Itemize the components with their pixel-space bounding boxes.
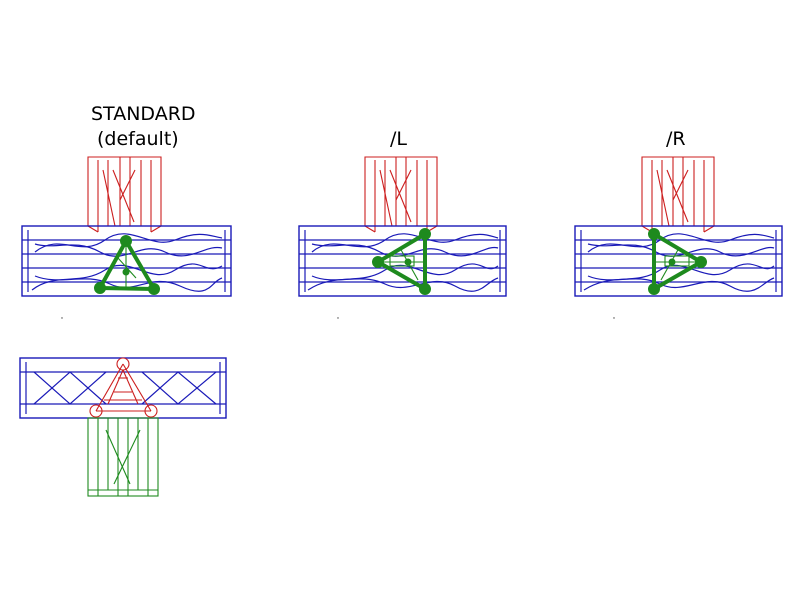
corner-right bbox=[648, 228, 707, 295]
label-standard: STANDARD bbox=[91, 103, 196, 125]
corner-plan bbox=[87, 417, 159, 497]
corner-standard bbox=[94, 235, 160, 295]
corner-left bbox=[372, 228, 431, 295]
label-default: (default) bbox=[97, 128, 179, 150]
tee-upright-left bbox=[364, 156, 438, 233]
variant-standard bbox=[21, 156, 232, 297]
variant-left bbox=[298, 156, 507, 297]
tee-upright-standard bbox=[87, 156, 162, 233]
tee-plan bbox=[89, 357, 158, 418]
marker-dot bbox=[337, 317, 339, 319]
label-left: /L bbox=[390, 128, 407, 150]
marker-dot bbox=[613, 317, 615, 319]
variant-right bbox=[574, 156, 783, 297]
label-right: /R bbox=[666, 128, 686, 150]
truss-left bbox=[298, 225, 507, 297]
marker-dot bbox=[61, 317, 63, 319]
tee-upright-right bbox=[641, 156, 715, 233]
truss-right bbox=[574, 225, 783, 297]
variant-plan-view bbox=[19, 357, 227, 497]
